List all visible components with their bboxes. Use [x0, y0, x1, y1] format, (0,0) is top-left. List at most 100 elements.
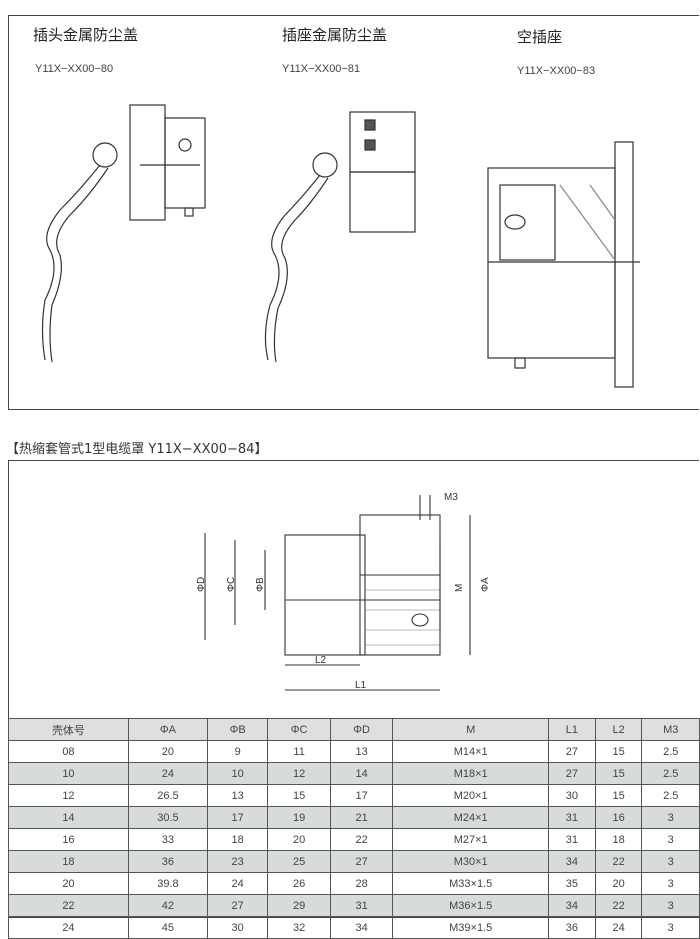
table-cell: 34: [548, 850, 596, 873]
table-cell: 2.5: [641, 762, 700, 785]
table-cell: 36: [127, 850, 208, 873]
table-cell: 15: [594, 784, 643, 807]
table-cell: 13: [206, 784, 269, 807]
table-cell: M39×1.5: [392, 916, 550, 939]
column-header: ΦD: [329, 718, 394, 741]
column-header: 壳体号: [8, 718, 129, 741]
column-header: M3: [641, 718, 700, 741]
table-cell: 13: [329, 740, 394, 763]
table-cell: 16: [594, 806, 643, 829]
table-cell: 31: [329, 894, 394, 917]
product-code: Y11X−XX00−80: [35, 63, 114, 75]
table-cell: 30: [206, 916, 269, 939]
table-cell: 36: [548, 916, 596, 939]
table-cell: 27: [329, 850, 394, 873]
table-cell: 18: [206, 828, 269, 851]
table-cell: 15: [594, 740, 643, 763]
table-cell: 23: [206, 850, 269, 873]
column-header: ΦB: [206, 718, 269, 741]
table-cell: 30: [548, 784, 596, 807]
table-cell: 18: [8, 850, 129, 873]
table-cell: M20×1: [392, 784, 550, 807]
table-cell: 3: [641, 894, 700, 917]
table-cell: 18: [594, 828, 643, 851]
table-cell: 3: [641, 872, 700, 895]
table-cell: 27: [548, 762, 596, 785]
table-cell: M36×1.5: [392, 894, 550, 917]
table-cell: 32: [267, 916, 331, 939]
table-cell: 17: [206, 806, 269, 829]
table-cell: 21: [329, 806, 394, 829]
product-code: Y11X−XX00−83: [517, 65, 596, 77]
table-cell: 22: [594, 850, 643, 873]
table-cell: 14: [8, 806, 129, 829]
table-cell: M33×1.5: [392, 872, 550, 895]
table-cell: 24: [206, 872, 269, 895]
table-cell: 24: [594, 916, 643, 939]
label-m3: M3: [444, 492, 458, 503]
table-cell: 22: [8, 894, 129, 917]
table-cell: 3: [641, 916, 700, 939]
table-cell: 15: [267, 784, 331, 807]
section-title: 【热缩套管式1型电缆罩 Y11X−XX00−84】: [6, 442, 268, 457]
table-cell: 20: [267, 828, 331, 851]
label-phi-a: ΦA: [480, 577, 491, 592]
table-cell: 08: [8, 740, 129, 763]
table-cell: 20: [127, 740, 208, 763]
table-cell: 3: [641, 850, 700, 873]
empty-socket-drawing: [487, 141, 640, 388]
label-phi-b: ΦB: [255, 577, 266, 592]
table-cell: 30.5: [127, 806, 208, 829]
table-cell: M24×1: [392, 806, 550, 829]
table-cell: 45: [127, 916, 208, 939]
table-cell: 39.8: [127, 872, 208, 895]
table-cell: 10: [8, 762, 129, 785]
table-cell: 28: [329, 872, 394, 895]
socket-dust-cap-drawing: [264, 111, 416, 363]
accessory-drawings: [41, 104, 640, 388]
table-cell: 31: [548, 828, 596, 851]
table-cell: 34: [329, 916, 394, 939]
label-l1: L1: [355, 680, 367, 691]
accessories-panel: [8, 15, 699, 410]
table-cell: 11: [267, 740, 331, 763]
table-cell: 26: [267, 872, 331, 895]
table-cell: 27: [206, 894, 269, 917]
table-cell: 12: [8, 784, 129, 807]
table-cell: 20: [8, 872, 129, 895]
table-cell: 25: [267, 850, 331, 873]
table-cell: 17: [329, 784, 394, 807]
column-header: ΦA: [127, 718, 208, 741]
table-cell: 26.5: [127, 784, 208, 807]
table-cell: 10: [206, 762, 269, 785]
table-cell: 34: [548, 894, 596, 917]
table-cell: 29: [267, 894, 331, 917]
table-cell: 3: [641, 828, 700, 851]
product-title: 插座金属防尘盖: [282, 26, 388, 44]
table-cell: 19: [267, 806, 331, 829]
label-m: M: [454, 584, 465, 592]
table-cell: 2.5: [641, 740, 700, 763]
product-title: 插头金属防尘盖: [33, 26, 139, 44]
table-cell: 22: [329, 828, 394, 851]
table-cell: 20: [594, 872, 643, 895]
table-cell: 24: [8, 916, 129, 939]
table-cell: 27: [548, 740, 596, 763]
table-cell: M27×1: [392, 828, 550, 851]
table-cell: 31: [548, 806, 596, 829]
table-cell: 42: [127, 894, 208, 917]
product-title: 空插座: [517, 28, 563, 46]
cable-cover-drawing: M3 ΦD ΦC ΦB M ΦA L2 L1: [196, 492, 491, 691]
table-cell: 24: [127, 762, 208, 785]
table-cell: 16: [8, 828, 129, 851]
table-cell: 22: [594, 894, 643, 917]
